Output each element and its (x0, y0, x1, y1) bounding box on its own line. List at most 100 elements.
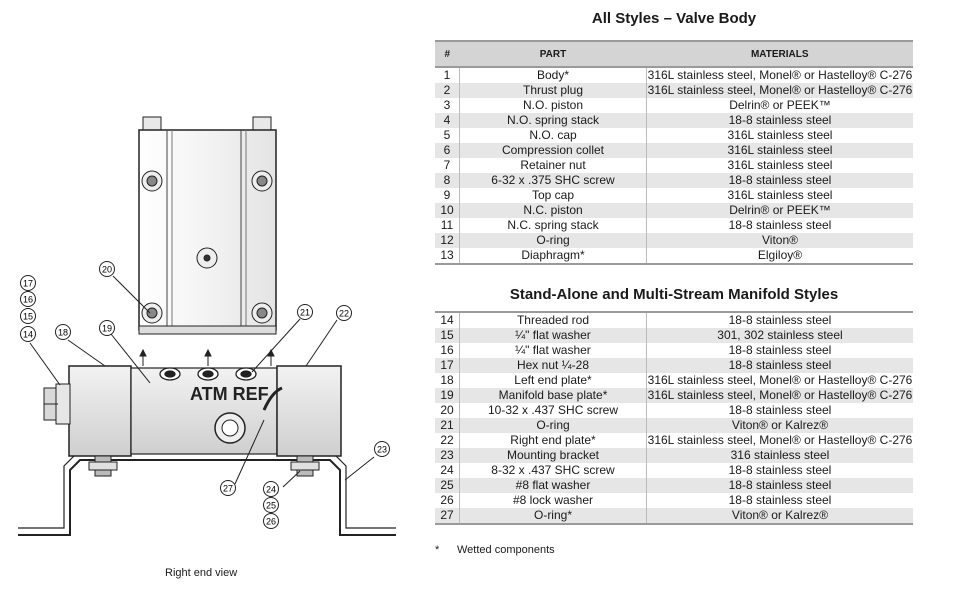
svg-text:17: 17 (23, 279, 33, 289)
part-material: 18-8 stainless steel (728, 493, 832, 507)
part-name: #8 lock washer (459, 493, 647, 508)
part-name: Threaded rod (459, 311, 647, 328)
part-name: ¼" flat washer (459, 328, 647, 343)
svg-text:15: 15 (23, 312, 33, 322)
valve-body (138, 116, 277, 335)
flow-arrows (139, 348, 275, 366)
part-number: 16 (440, 343, 454, 357)
callout-leaders (29, 275, 375, 488)
drawing-caption: Right end view (165, 567, 238, 579)
part-material: 18-8 stainless steel (728, 403, 832, 417)
callout-25: 25 (263, 497, 279, 513)
part-name: Manifold base plate* (459, 388, 647, 403)
part-number: 4 (435, 113, 460, 128)
part-material: 316L stainless steel, Monel® or Hastello… (647, 433, 913, 447)
part-name: 10-32 x .437 SHC screw (459, 403, 647, 418)
part-name: ¼" flat washer (459, 343, 647, 358)
bracket-screws (88, 455, 320, 477)
part-number: 19 (435, 388, 460, 403)
part-material: Viton® or Kalrez® (646, 418, 913, 433)
manifold-assembly: ATM REF (68, 365, 342, 457)
part-name: O-ring* (459, 508, 647, 525)
part-number: 1 (443, 68, 451, 82)
table-row: 26 #8 lock washer 18-8 stainless steel (435, 493, 913, 508)
part-name: #8 flat washer (459, 478, 647, 493)
callout-18: 18 (55, 324, 71, 340)
part-name: 8-32 x .437 SHC screw (459, 463, 647, 478)
part-material: 316L stainless steel (646, 143, 913, 158)
mounting-bracket (18, 452, 396, 536)
part-number: 11 (440, 218, 454, 232)
part-material: 18-8 stainless steel (646, 311, 913, 328)
svg-text:22: 22 (339, 309, 349, 319)
callout-26: 26 (263, 513, 279, 529)
part-name: Retainer nut (459, 158, 647, 173)
part-material: 18-8 stainless steel (646, 478, 913, 493)
part-material: 301, 302 stainless steel (646, 328, 913, 343)
part-number: 7 (443, 158, 451, 172)
callout-27: 27 (220, 480, 236, 496)
part-material: 18-8 stainless steel (646, 113, 913, 128)
part-number: 27 (435, 508, 460, 525)
part-material: Delrin® or PEEK™ (729, 98, 831, 112)
part-name: N.O. cap (459, 128, 647, 143)
callout-23: 23 (374, 441, 390, 457)
svg-text:27: 27 (223, 484, 233, 494)
callout-15: 15 (20, 308, 36, 324)
part-name: Body* (459, 67, 647, 83)
part-number: 26 (440, 493, 454, 507)
part-number: 23 (435, 448, 460, 463)
valve-right-end-view-drawing: ATM REF 17 16 15 14 18 19 2 (18, 116, 396, 536)
callouts: 17 16 15 14 18 19 20 21 22 23 24 25 26 2… (20, 261, 390, 529)
part-name: N.O. spring stack (459, 113, 647, 128)
section2-title: Stand-Alone and Multi-Stream Manifold St… (509, 286, 839, 303)
callout-16: 16 (20, 291, 36, 307)
part-material: 18-8 stainless steel (728, 218, 832, 232)
callout-19: 19 (99, 320, 115, 336)
table-header-row: # PART MATERIALS (435, 40, 913, 68)
hex-nut-assembly (43, 383, 71, 425)
part-name: N.C. spring stack (459, 218, 647, 233)
svg-text:25: 25 (266, 501, 276, 511)
part-number: 14 (435, 311, 460, 328)
footnote-text: Wetted components (457, 544, 555, 556)
part-name: N.O. piston (459, 98, 647, 113)
callout-17: 17 (20, 275, 36, 291)
part-number: 22 (440, 433, 454, 447)
part-material: 316L stainless steel, Monel® or Hastello… (647, 68, 913, 82)
part-material: Elgiloy® (646, 248, 913, 265)
part-material: 316L stainless steel (727, 128, 833, 142)
part-material: Delrin® or PEEK™ (646, 203, 913, 218)
part-material: 18-8 stainless steel (728, 463, 832, 477)
part-material: 316L stainless steel (727, 188, 833, 202)
part-number: 21 (435, 418, 460, 433)
svg-text:18: 18 (58, 328, 68, 338)
part-number: 6 (435, 143, 460, 158)
svg-text:21: 21 (300, 308, 310, 318)
part-name: Hex nut ¼-28 (459, 358, 647, 373)
table-row: 11 N.C. spring stack 18-8 stainless steel (435, 218, 913, 233)
part-name: Top cap (459, 188, 647, 203)
header-part: PART (459, 40, 647, 68)
svg-text:19: 19 (102, 324, 112, 334)
part-number: 15 (435, 328, 460, 343)
